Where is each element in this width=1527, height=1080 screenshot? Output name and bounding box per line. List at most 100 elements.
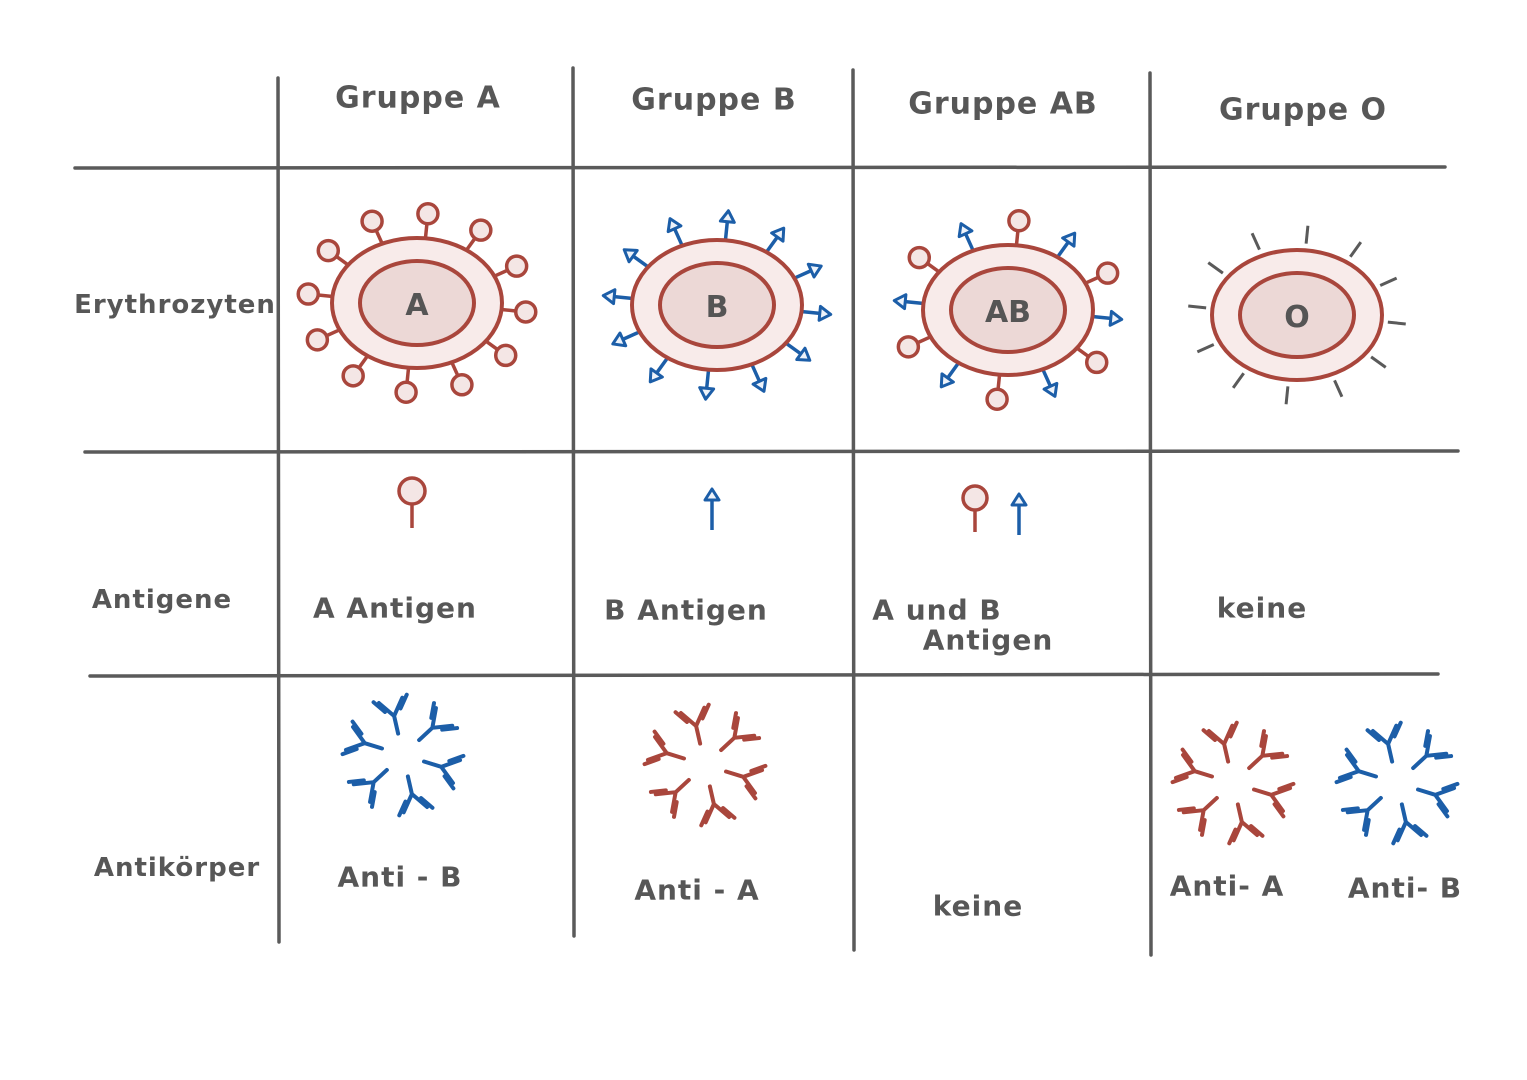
- grid-line-horizontal: [73, 165, 1447, 170]
- erythrocyte-group-ab: AB: [892, 208, 1124, 412]
- antigen-a-icon: [1084, 350, 1109, 375]
- antigen-a-icon: [514, 300, 538, 324]
- table-grid: [73, 66, 1460, 957]
- antibody-text-o-anti-b: Anti- B: [1347, 871, 1463, 905]
- antigen-a-icon: [305, 328, 330, 352]
- antigen-b-arrow-icon: [806, 262, 823, 279]
- antigen-b-arrow-icon: [648, 367, 664, 384]
- header-gruppe-a: Gruppe A: [335, 80, 501, 116]
- antibody-icon: [719, 711, 762, 753]
- antigen-a-icon: [394, 380, 418, 405]
- antigen-b-arrow-icon: [751, 376, 768, 393]
- antigen-text-ab-line2: Antigen: [922, 623, 1054, 657]
- antibody-icon: [1247, 729, 1290, 771]
- antigen-b-arrow-icon: [770, 226, 786, 243]
- header-gruppe-o: Gruppe O: [1218, 92, 1388, 128]
- antibody-icon: [1334, 747, 1378, 785]
- row-label-antibodies: Antikörper: [93, 853, 261, 883]
- antibody-cluster-anti-b: [340, 692, 466, 818]
- antibody-icon: [673, 702, 711, 746]
- antibody-icon: [642, 729, 686, 767]
- antigen-b-arrow-icon: [611, 331, 628, 348]
- antigen-none-stub: [1304, 225, 1310, 244]
- antigen-a-icon: [985, 387, 1009, 412]
- antibody-icon: [1340, 795, 1383, 837]
- antibody-icon: [1227, 802, 1265, 846]
- antigen-b-arrow-icon: [622, 248, 639, 264]
- antigen-b-arrow-icon: [703, 487, 721, 502]
- antigen-a-icon: [493, 343, 518, 368]
- antigen-a-icon: [504, 254, 529, 278]
- antibody-icon: [1170, 747, 1214, 785]
- antigen-a-icon: [1007, 208, 1031, 233]
- antigen-none-stub: [1250, 232, 1261, 251]
- erythrocyte-label: A: [405, 288, 429, 323]
- antigen-b-arrow-icon: [601, 288, 617, 306]
- antibody-text-b: Anti - A: [634, 873, 760, 907]
- antigen-b-arrow-icon: [666, 217, 683, 234]
- antibody-text-o-anti-a: Anti- A: [1169, 869, 1285, 903]
- header-gruppe-ab: Gruppe AB: [908, 86, 1098, 122]
- antigen-a-icon: [450, 373, 474, 397]
- antigen-b-arrow-icon: [817, 304, 833, 322]
- antibody-text-a: Anti - B: [337, 860, 463, 894]
- erythrocyte-label: B: [706, 290, 729, 325]
- antigen-none-stub: [1370, 355, 1387, 369]
- antigen-none-stub: [1196, 343, 1215, 354]
- antibody-cluster-anti-a: [642, 702, 768, 828]
- antigen-a-icon: [416, 201, 440, 226]
- grid-line-vertical: [571, 66, 576, 938]
- antigen-none-stub: [1387, 320, 1406, 326]
- antibody-icon: [1416, 781, 1460, 819]
- antigen-a-icon: [296, 282, 320, 306]
- antigen-a-icon: [961, 484, 989, 512]
- antigen-none-stub: [1284, 386, 1290, 405]
- antigen-text-ab-line1: A und B: [872, 593, 1002, 627]
- grid-line-horizontal: [88, 672, 1440, 678]
- antigen-b-arrow-icon: [1042, 381, 1059, 398]
- antibody-icon: [1411, 729, 1454, 771]
- antibody-icon: [397, 774, 435, 818]
- antigen-b-arrow-icon: [1061, 231, 1077, 248]
- erythrocyte-center: [358, 259, 476, 347]
- antibody-icon: [1201, 720, 1239, 764]
- antigen-text-o: keine: [1216, 591, 1308, 625]
- antibody-icon: [1176, 795, 1219, 837]
- antigen-icons: [397, 476, 1028, 535]
- antigen-text-a: A Antigen: [313, 591, 477, 625]
- antigen-b-arrow-icon: [1010, 492, 1028, 507]
- antibody-icon: [346, 767, 389, 809]
- antigen-none-stub: [1379, 276, 1398, 287]
- erythrocyte-group-o: O: [1188, 225, 1406, 405]
- antigen-a-icon: [360, 209, 384, 233]
- antibody-text-ab: keine: [932, 889, 1024, 923]
- antibody-cluster-o-anti-b: [1334, 720, 1460, 846]
- antibody-icon: [1391, 802, 1429, 846]
- antigen-a-icon: [316, 238, 341, 263]
- antigen-b-arrow-icon: [718, 209, 736, 224]
- antibody-icon: [1365, 720, 1403, 764]
- row-label-antigens: Antigene: [91, 585, 233, 615]
- antibody-cluster-o-anti-a: [1170, 720, 1296, 846]
- erythrocyte-group-b: B: [601, 209, 833, 401]
- row-label-erythrocytes: Erythrozyten: [74, 290, 276, 320]
- antigen-a-icon: [1095, 261, 1120, 285]
- antibody-icon: [371, 692, 409, 736]
- antigen-a-icon: [896, 335, 921, 359]
- antigen-b-arrow-icon: [892, 293, 908, 311]
- erythrocyte-center: [1238, 271, 1356, 359]
- antibody-icon: [648, 777, 691, 819]
- antigen-b-arrow-icon: [939, 372, 955, 389]
- antigen-none-stub: [1333, 379, 1344, 398]
- erythrocyte-label: O: [1284, 300, 1310, 335]
- antigen-a-icon: [397, 476, 427, 506]
- header-gruppe-b: Gruppe B: [631, 82, 797, 118]
- antigen-b-arrow-icon: [1108, 309, 1124, 327]
- grid-line-vertical: [851, 68, 856, 952]
- antigen-none-stub: [1188, 304, 1207, 310]
- antigen-b-arrow-icon: [795, 346, 812, 362]
- erythrocyte-center: [949, 266, 1067, 354]
- antibody-icon: [422, 753, 466, 791]
- erythrocyte-group-a: A: [296, 201, 538, 405]
